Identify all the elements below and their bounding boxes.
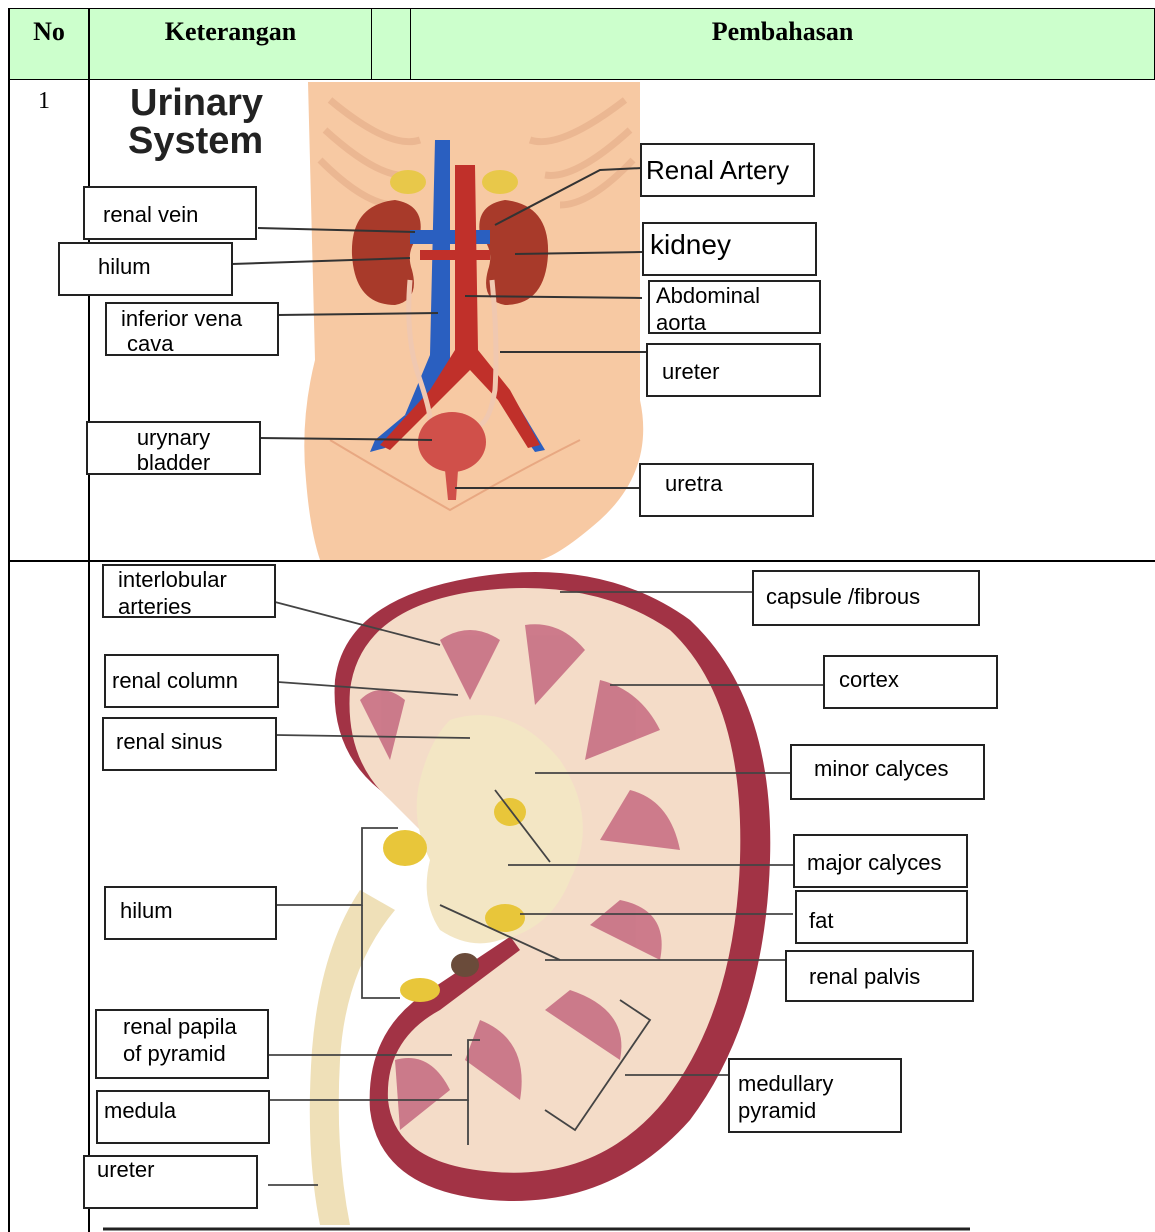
label-minor-calyces: minor calyces <box>790 744 985 800</box>
label-interlobular-arteries: interlobular arteries <box>102 564 276 618</box>
label-renal-papila-line2: of pyramid <box>123 1040 241 1067</box>
label-medullary-pyramid: medullary pyramid <box>728 1058 902 1133</box>
label-renal-papila: renal papila of pyramid <box>95 1009 269 1079</box>
label-medullary-line2: pyramid <box>738 1097 892 1124</box>
label-interlobular-line1: interlobular <box>118 566 260 593</box>
label-cortex: cortex <box>823 655 998 709</box>
label-renal-palvis: renal palvis <box>785 950 974 1002</box>
label-renal-sinus: renal sinus <box>102 717 277 771</box>
label-renal-papila-line1: renal papila <box>123 1013 241 1040</box>
label-hilum-bottom: hilum <box>104 886 277 940</box>
label-fat: fat <box>795 890 968 944</box>
label-capsule-fibrous: capsule /fibrous <box>752 570 980 626</box>
label-medula: medula <box>96 1090 270 1144</box>
label-ureter-bottom: ureter <box>83 1155 258 1209</box>
label-renal-column: renal column <box>104 654 279 708</box>
label-medullary-line1: medullary <box>738 1070 892 1097</box>
label-major-calyces: major calyces <box>793 834 968 888</box>
label-interlobular-line2: arteries <box>118 593 260 620</box>
